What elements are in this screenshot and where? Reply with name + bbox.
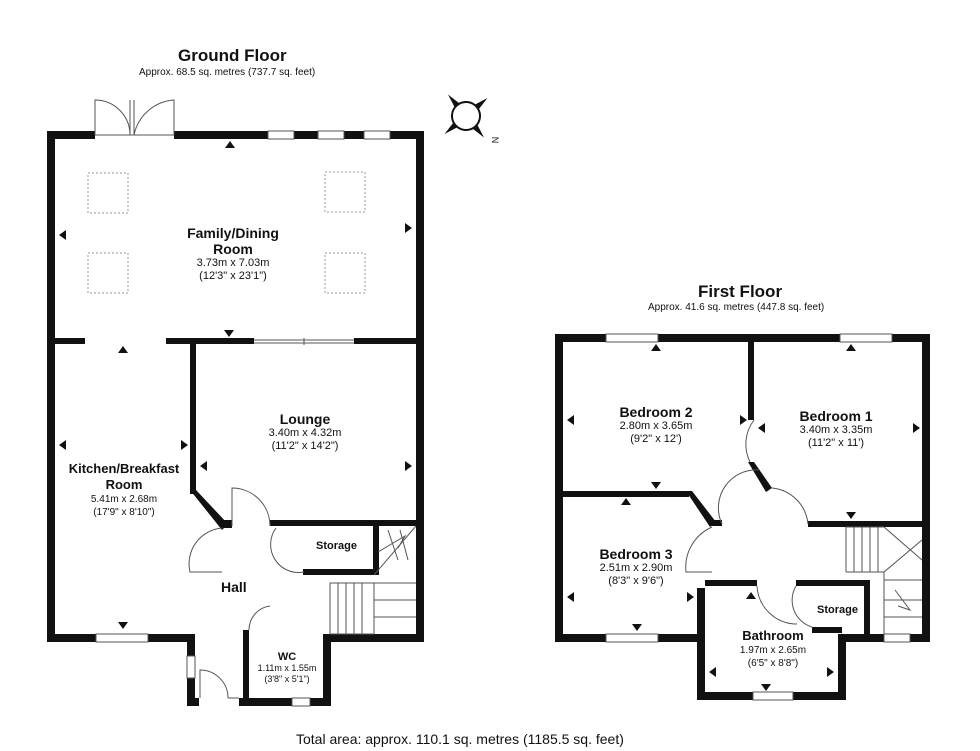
room-dimensions-metric: 2.51m x 2.90m [599, 562, 673, 574]
first-floor-storage-label: Storage [817, 604, 858, 616]
room-name: Bedroom 3 [599, 546, 673, 562]
first-floor-plan [555, 333, 930, 701]
bedroom-3-label: Bedroom 3 2.51m x 2.90m (8'3" x 9'6") [576, 546, 696, 588]
first-floor-staircase [845, 526, 923, 634]
room-dimensions-imperial: (6'5" x 8'8") [747, 658, 799, 669]
ground-floor-windows [95, 130, 391, 707]
room-dimensions-metric: 5.41m x 2.68m [90, 494, 158, 505]
bedroom-2-label: Bedroom 2 2.80m x 3.65m (9'2" x 12') [596, 404, 716, 446]
ground-floor-plan [47, 99, 424, 707]
first-floor-internal-walls [563, 340, 922, 634]
bathroom-label: Bathroom 1.97m x 2.65m (6'5" x 8'8") [719, 628, 827, 670]
first-floor-dimension-arrows [567, 344, 920, 691]
room-dimensions-metric: 1.11m x 1.55m [257, 663, 317, 673]
total-area: Total area: approx. 110.1 sq. metres (11… [296, 731, 624, 747]
room-dimensions-imperial: (12'3" x 23'1") [199, 270, 267, 282]
ground-floor-door-swings [188, 487, 305, 699]
compass-north-label: N [490, 136, 501, 144]
bedroom-1-label: Bedroom 1 3.40m x 3.35m (11'2" x 11') [776, 408, 896, 450]
first-floor-title: First Floor [698, 282, 783, 301]
room-name: Kitchen/Breakfast [68, 461, 180, 476]
compass-rose [444, 94, 488, 138]
room-name: Bedroom 1 [799, 408, 873, 424]
room-name: Room [213, 241, 253, 257]
room-name: Family/Dining [187, 225, 279, 241]
wc-label: WC 1.11m x 1.55m (3'8" x 5'1") [250, 651, 324, 685]
room-dimensions-imperial: (17'9" x 8'10") [93, 507, 155, 518]
room-name: Bedroom 2 [619, 404, 693, 420]
room-name: WC [277, 651, 297, 663]
ground-floor-dimension-arrows [59, 141, 412, 629]
room-dimensions-imperial: (11'2" x 14'2") [271, 440, 339, 452]
room-name: Lounge [279, 411, 331, 427]
first-floor-windows [605, 333, 911, 701]
room-name: Room [105, 477, 143, 492]
room-dimensions-metric: 3.40m x 3.35m [799, 424, 873, 436]
room-dimensions-metric: 3.40m x 4.32m [268, 427, 342, 439]
room-dimensions-imperial: (8'3" x 9'6") [608, 575, 664, 587]
ground-floor-staircase [329, 525, 417, 635]
french-doors [94, 99, 175, 136]
lounge-sliding-door [254, 338, 354, 345]
family-dining-room-label: Family/Dining Room 3.73m x 7.03m (12'3" … [160, 225, 306, 283]
kitchen-breakfast-room-label: Kitchen/Breakfast Room 5.41m x 2.68m (17… [54, 461, 194, 519]
room-dimensions-imperial: (3'8" x 5'1") [264, 674, 310, 684]
room-dimensions-imperial: (9'2" x 12') [630, 433, 682, 445]
room-dimensions-metric: 1.97m x 2.65m [739, 645, 807, 656]
room-dimensions-metric: 2.80m x 3.65m [619, 420, 693, 432]
ground-floor-internal-walls [55, 338, 420, 706]
first-floor-door-swings [685, 419, 813, 628]
ground-floor-area: Approx. 68.5 sq. metres (737.7 sq. feet) [139, 67, 316, 78]
lounge-label: Lounge 3.40m x 4.32m (11'2" x 14'2") [240, 411, 370, 453]
skylights [87, 171, 366, 294]
room-dimensions-metric: 3.73m x 7.03m [196, 257, 270, 269]
first-floor-area: Approx. 41.6 sq. metres (447.8 sq. feet) [648, 302, 825, 313]
room-dimensions-imperial: (11'2" x 11') [808, 437, 864, 449]
hall-label: Hall [221, 579, 247, 595]
ground-storage-label: Storage [316, 540, 357, 552]
room-name: Bathroom [742, 628, 804, 643]
ground-floor-title: Ground Floor [178, 46, 287, 65]
